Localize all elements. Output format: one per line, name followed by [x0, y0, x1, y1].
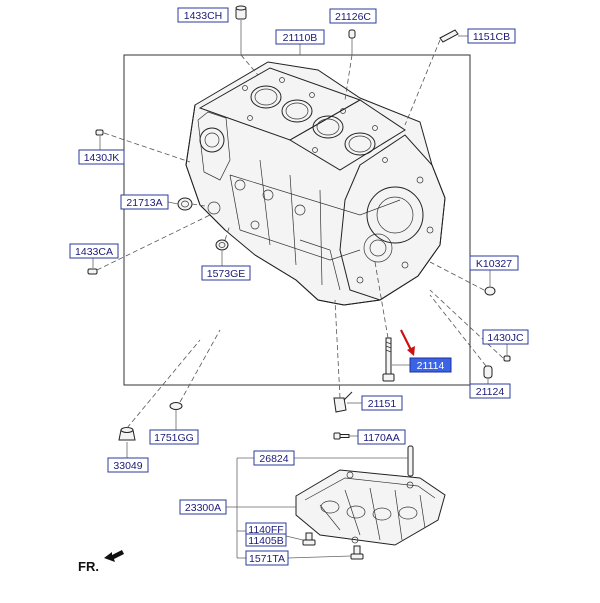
bolt-1170aa-part [333, 432, 350, 440]
svg-text:FR.: FR. [78, 559, 99, 574]
dowel-k10327-part [484, 286, 496, 296]
part-label-21151[interactable]: 21151 [361, 395, 403, 411]
washer-1751gg-part [169, 402, 183, 410]
part-label-1573ge[interactable]: 1573GE [201, 265, 251, 281]
svg-text:21110B: 21110B [283, 32, 318, 44]
part-label-33049[interactable]: 33049 [107, 457, 149, 473]
seal-21713a-part [177, 197, 193, 211]
svg-text:26824: 26824 [259, 453, 288, 465]
bolt-1140ff-part [302, 532, 316, 546]
front-arrow-icon [104, 550, 124, 562]
svg-text:1170AA: 1170AA [363, 432, 400, 444]
oil-jet-21151-part [333, 391, 353, 413]
pin-1430jc-part [503, 355, 511, 362]
svg-text:21126C: 21126C [335, 11, 371, 23]
svg-text:1151CB: 1151CB [473, 31, 510, 43]
part-label-1751gg[interactable]: 1751GG [149, 429, 199, 445]
svg-text:1433CH: 1433CH [184, 10, 223, 22]
pointer-arrow [400, 329, 413, 353]
part-label-1430jc[interactable]: 1430JC [482, 329, 529, 345]
pin-1430jk-part [95, 129, 104, 136]
ring-1573ge-part [215, 239, 229, 251]
part-label-26824[interactable]: 26824 [253, 450, 295, 466]
svg-text:1140FF: 1140FF [248, 524, 283, 536]
svg-text:1573GE: 1573GE [207, 268, 246, 280]
bolt-21114-part [382, 337, 395, 382]
dowel-21124-part [483, 365, 493, 379]
svg-text:1430JC: 1430JC [487, 332, 524, 344]
bedplate-23300a-part [295, 469, 446, 546]
part-label-21126c[interactable]: 21126C [329, 8, 377, 24]
part-label-21124[interactable]: 21124 [469, 383, 511, 399]
svg-text:21151: 21151 [368, 398, 397, 410]
part-label-k10327[interactable]: K10327 [469, 255, 519, 271]
svg-text:1751GG: 1751GG [154, 432, 194, 444]
pin-21126c-part [348, 29, 356, 39]
engine-block-illustration [185, 61, 446, 306]
svg-text:1571TA: 1571TA [249, 553, 285, 565]
part-label-21114-highlighted[interactable]: 21114 [409, 357, 452, 373]
plug-33049-part [118, 427, 136, 441]
svg-text:21124: 21124 [476, 386, 505, 398]
svg-text:21114: 21114 [417, 360, 445, 372]
leader-lines [92, 20, 508, 559]
front-direction-indicator: FR. [78, 550, 124, 574]
part-label-1433ca[interactable]: 1433CA [69, 243, 119, 259]
part-label-1430jk[interactable]: 1430JK [78, 149, 125, 165]
plug-1433ca-part [87, 268, 98, 275]
part-label-1140ff[interactable]: 1140FF [245, 522, 287, 536]
part-label-1433ch[interactable]: 1433CH [177, 7, 229, 23]
part-label-1571ta[interactable]: 1571TA [245, 550, 289, 566]
svg-text:1433CA: 1433CA [75, 246, 113, 258]
svg-text:1430JK: 1430JK [84, 152, 120, 164]
part-label-11405b[interactable]: 11405B [245, 533, 287, 547]
part-label-21713a[interactable]: 21713A [120, 194, 169, 210]
rod-26824-part [407, 445, 414, 477]
svg-text:21713A: 21713A [126, 197, 162, 209]
svg-text:K10327: K10327 [476, 258, 512, 270]
plug-1433ch-part [235, 5, 247, 20]
bolt-1571ta-part [350, 545, 364, 560]
part-label-21110b[interactable]: 21110B [275, 29, 325, 45]
part-label-23300a[interactable]: 23300A [179, 499, 227, 515]
pointer-arrow-head [407, 346, 415, 356]
part-label-1151cb[interactable]: 1151CB [467, 28, 516, 44]
part-label-1170aa[interactable]: 1170AA [357, 429, 406, 445]
assembly-frame [123, 54, 471, 386]
svg-text:33049: 33049 [113, 460, 142, 472]
svg-text:23300A: 23300A [185, 502, 221, 514]
stud-1151cb-part [439, 29, 459, 43]
svg-text:11405B: 11405B [248, 535, 283, 547]
